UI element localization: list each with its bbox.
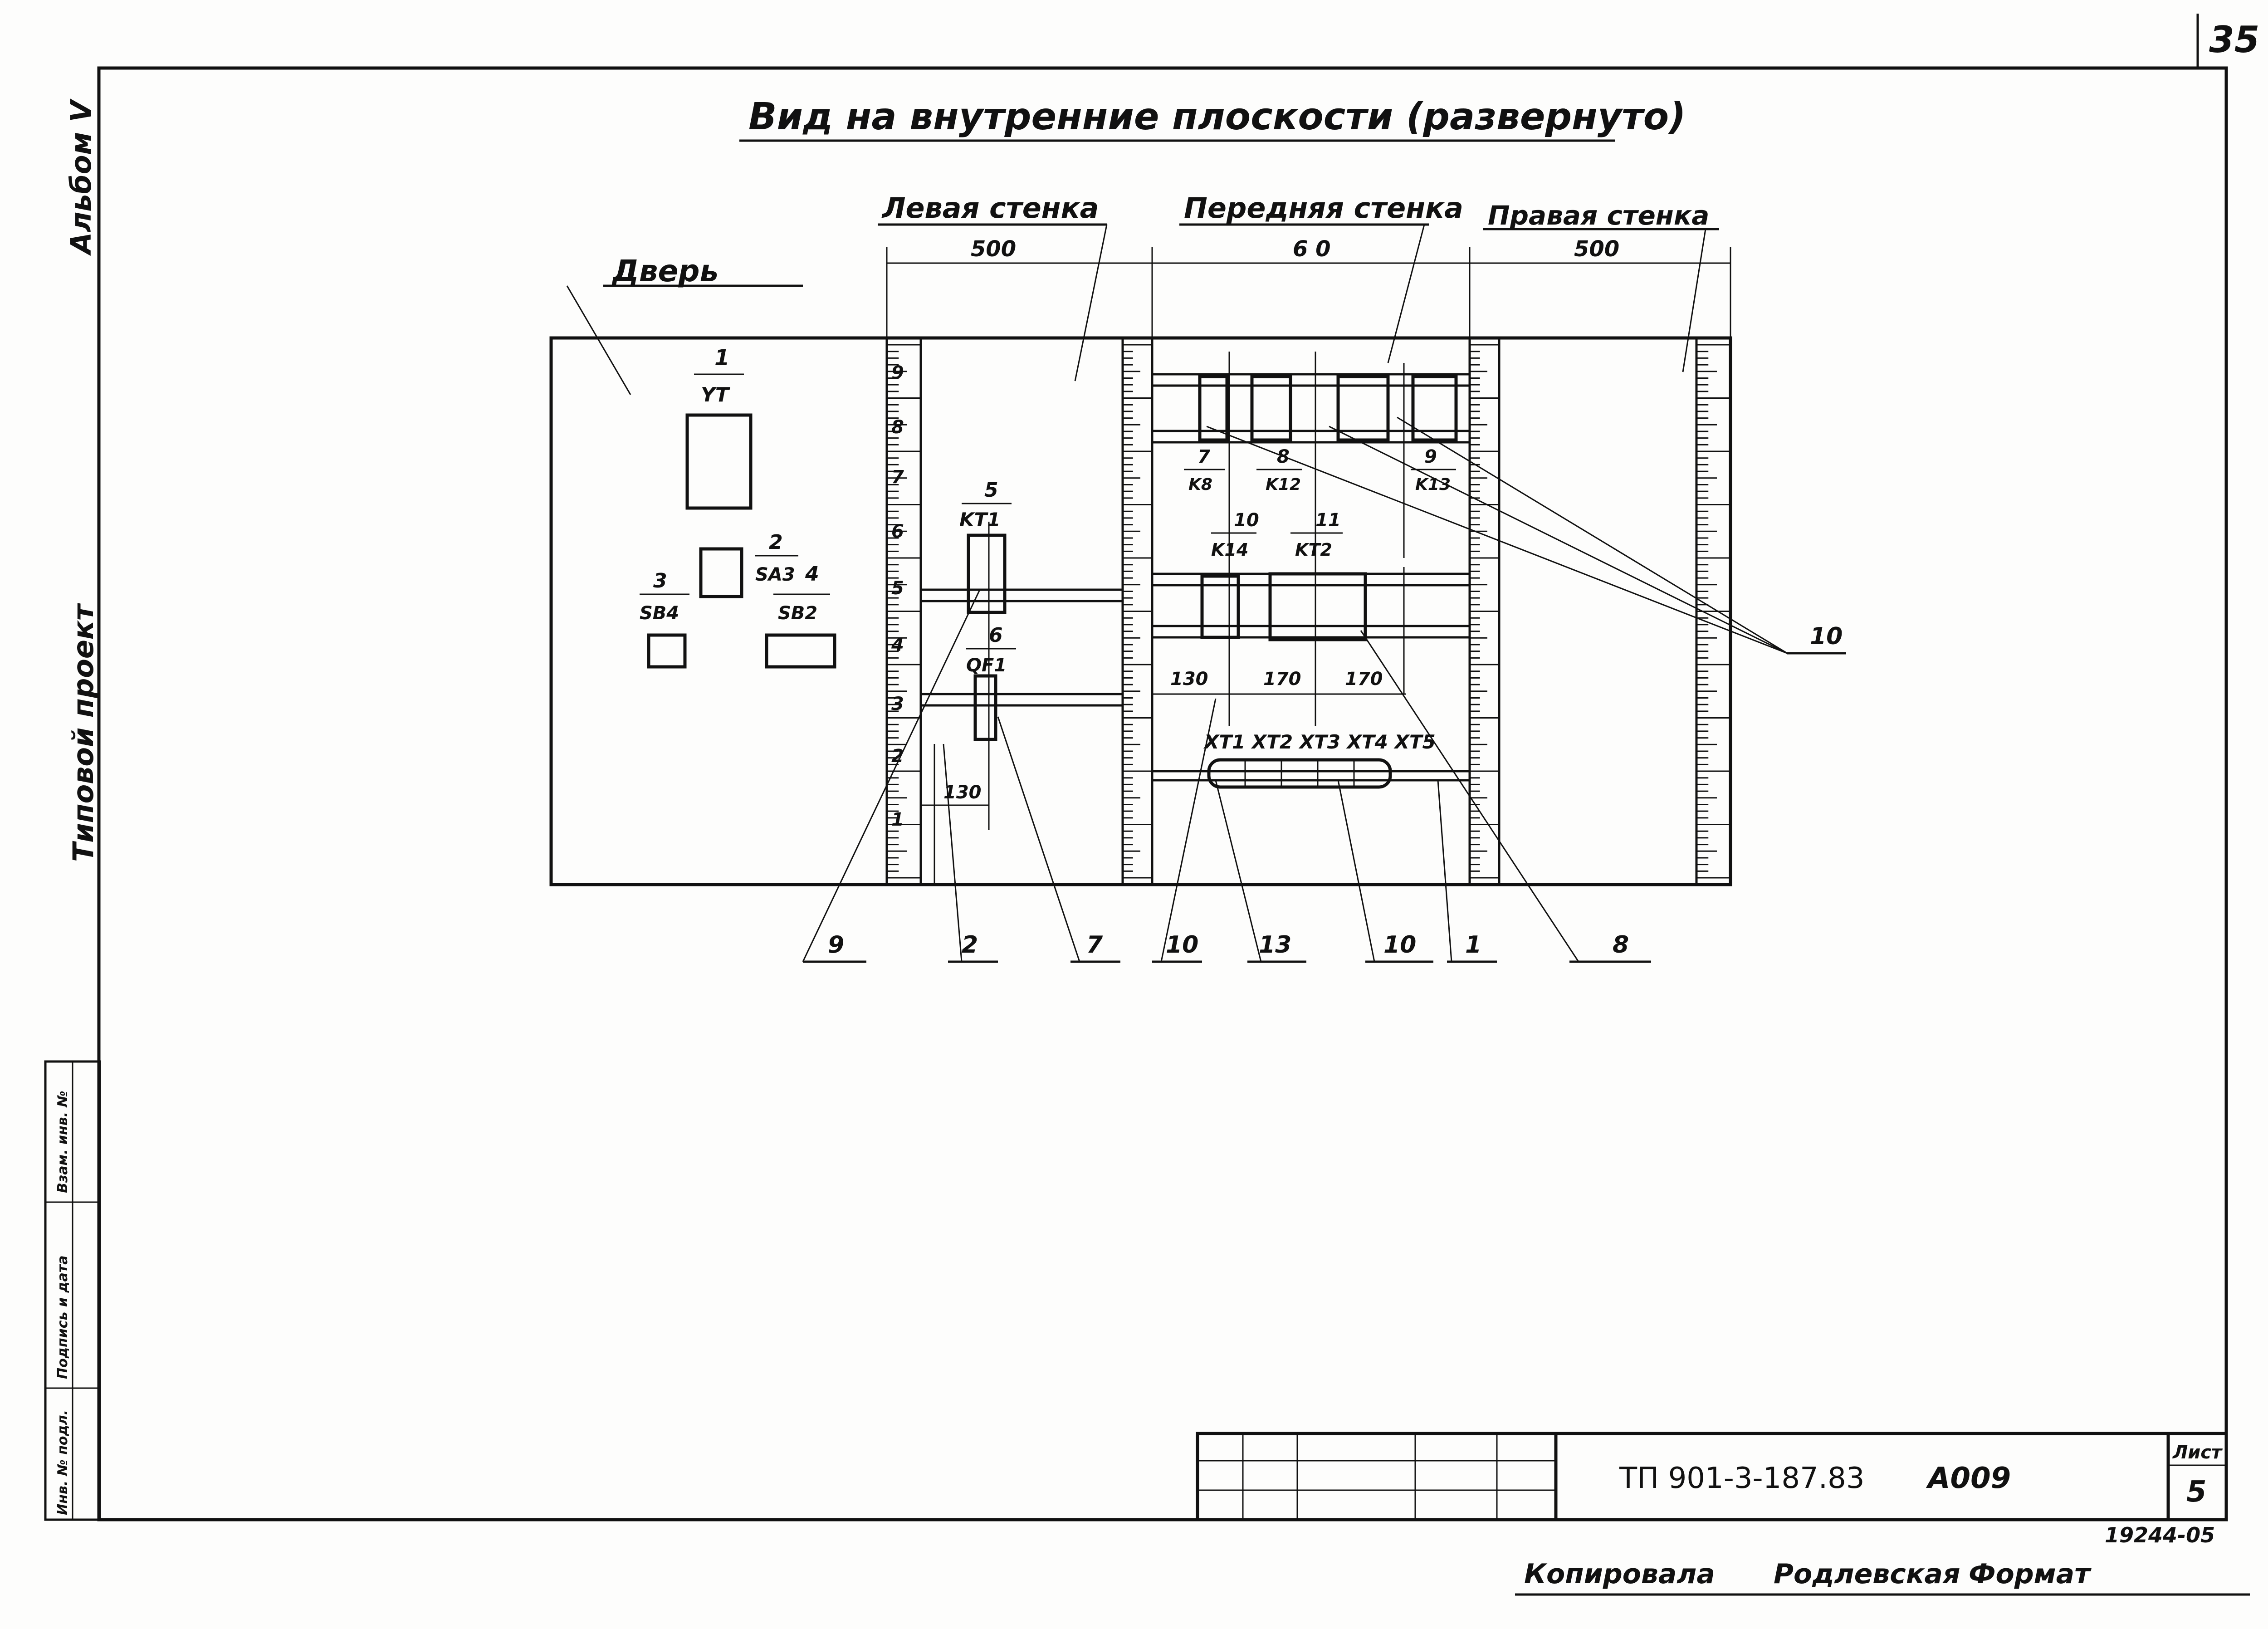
footer-name: Родлевская	[1774, 1558, 1960, 1590]
device-sb2	[765, 633, 836, 669]
left-wall-components: 5 KT1 6 QF1 130	[921, 479, 1123, 885]
front-c9-num: 9	[1424, 446, 1437, 467]
door-c3-code: SB4	[640, 603, 679, 624]
ruler-num-4: 4	[891, 635, 904, 656]
panel-left-wall: Левая стенка	[881, 191, 1099, 225]
dim-front-170b: 170	[1345, 669, 1383, 690]
sheet-frame	[97, 66, 2228, 1521]
device-sb4	[647, 633, 687, 669]
device-yt	[685, 413, 753, 510]
project-label: Типовой проект	[67, 603, 100, 862]
dim-left-500: 500	[971, 236, 1016, 262]
ruler-ticks	[887, 344, 1730, 879]
callout-1: 1	[1465, 931, 1481, 959]
terminal-strip	[1207, 758, 1392, 789]
stamp-cell-inv: Инв. № подл.	[55, 1410, 71, 1515]
ruler-num-8: 8	[891, 417, 904, 438]
side-stamp: Инв. № подл. Подпись и дата Взам. инв. №	[44, 1060, 101, 1521]
callout-10b: 10	[1383, 931, 1416, 959]
front-c10-code: K14	[1211, 540, 1248, 560]
device-k12	[1250, 375, 1292, 442]
door-c3-num: 3	[653, 569, 667, 592]
device-k8	[1198, 375, 1229, 442]
left-c6-num: 6	[989, 624, 1003, 647]
callout-2: 2	[962, 931, 978, 959]
dim-right-500: 500	[1574, 236, 1619, 262]
title-block	[1196, 1432, 2228, 1521]
ruler-num-9: 9	[891, 362, 904, 383]
callout-13: 13	[1259, 931, 1291, 959]
panel-front-wall: Передняя стенка	[1184, 191, 1463, 225]
drawing-title: Вид на внутренние плоскости (развернуто)	[748, 95, 1686, 138]
dim-front-170a: 170	[1263, 669, 1301, 690]
device-k14	[1200, 574, 1240, 639]
door-c1-num: 1	[714, 345, 729, 371]
sheet-label: Лист	[2172, 1442, 2223, 1463]
door-c1-code: YT	[701, 383, 730, 406]
ruler-num-5: 5	[891, 578, 904, 599]
dim-front-130: 130	[1170, 669, 1208, 690]
door-c4-code: SB2	[778, 603, 817, 624]
door-c4-num: 4	[805, 563, 819, 586]
door-c2-num: 2	[769, 531, 783, 554]
front-c7-num: 7	[1198, 446, 1210, 467]
front-c11-code: KT2	[1295, 540, 1332, 560]
sheet-number: 35	[2209, 19, 2259, 61]
device-kt2	[1268, 572, 1367, 641]
dim-front-600: 6 0	[1293, 236, 1331, 262]
front-c8-code: K12	[1266, 475, 1301, 494]
stamp-cell-replace: Взам. инв. №	[55, 1091, 71, 1193]
door-components: 1 YT 2 SA3 3 SB4 4 SB2	[640, 345, 836, 669]
callout-8: 8	[1613, 931, 1629, 959]
front-c10-num: 10	[1234, 510, 1259, 531]
ruler-num-1: 1	[891, 809, 904, 830]
front-c11-num: 11	[1315, 510, 1341, 531]
door-c2-code: SA3	[755, 564, 795, 585]
footer-format: Формат	[1969, 1558, 2092, 1590]
device-sa3	[699, 547, 743, 598]
front-c7-code: K8	[1188, 475, 1212, 494]
drawing-code: А009	[1926, 1462, 2011, 1495]
left-c5-code: KT1	[959, 509, 1000, 531]
device-qf1	[973, 674, 997, 741]
panel-door: Дверь	[611, 254, 719, 289]
callout-leaders	[802, 416, 1846, 963]
callout-10c: 10	[1810, 623, 1843, 650]
album-label: Альбом V	[64, 98, 98, 256]
ruler-num-6: 6	[891, 521, 904, 542]
callout-9: 9	[828, 931, 844, 959]
footer-copied: Копировала	[1524, 1558, 1715, 1590]
stamp-cell-sign: Подпись и дата	[55, 1256, 71, 1379]
device-k13a	[1336, 375, 1390, 442]
ruler-num-7: 7	[891, 467, 904, 488]
front-wall-components: 7 K8 8 K12 9 K13 10 K14 11 KT2 130 170 1…	[1152, 352, 1470, 789]
drawing-designation: ТП 901-3-187.83	[1619, 1462, 1865, 1495]
callout-7: 7	[1086, 931, 1103, 959]
sheet-value: 5	[2186, 1475, 2207, 1509]
dim-left-130: 130	[943, 782, 982, 803]
ruler-numbers: 1 2 3 4 5 6 7 8 9	[891, 362, 904, 830]
inventory-number: 19244-05	[2105, 1523, 2215, 1547]
panel-right-wall: Правая стенка	[1488, 200, 1709, 231]
device-kt1	[967, 533, 1007, 614]
terminal-labels: XT1 XT2 XT3 XT4 XT5	[1203, 731, 1436, 753]
callout-10a: 10	[1166, 931, 1198, 959]
ruler-num-3: 3	[891, 694, 904, 714]
left-c6-code: QF1	[966, 655, 1007, 676]
left-c5-num: 5	[984, 479, 998, 502]
